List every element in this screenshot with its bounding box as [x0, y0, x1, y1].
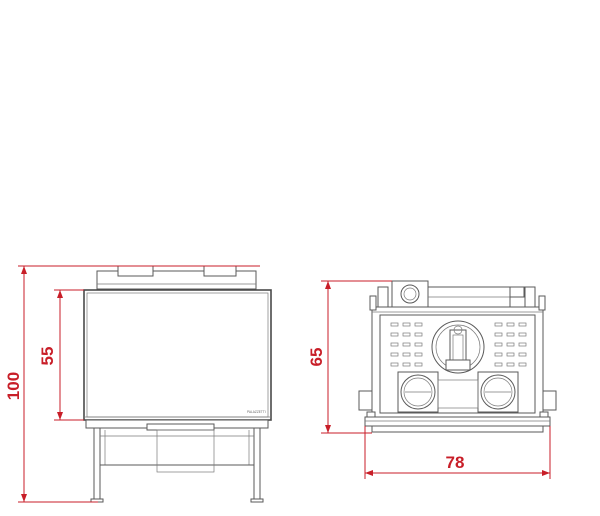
- foot-right: [250, 498, 264, 503]
- dimension-total-height: 100: [4, 265, 260, 503]
- dimension-depth: 65: [307, 280, 392, 434]
- air-intake-left: [397, 371, 439, 413]
- front-view: PALAZZETTI: [83, 265, 272, 503]
- base-rail: [364, 416, 551, 427]
- bracket-top-left: [377, 286, 389, 308]
- brand-logo: PALAZZETTI: [247, 410, 266, 414]
- dimension-glass-height: 55: [38, 289, 84, 421]
- dimension-width: 78: [364, 426, 551, 479]
- label-glass-height: 55: [38, 347, 57, 366]
- vent-slots-left: [390, 322, 423, 367]
- bracket-left: [358, 390, 373, 411]
- label-total-height: 100: [4, 372, 23, 400]
- vent-slots-right: [494, 322, 527, 367]
- flue-collar-right: [203, 265, 237, 277]
- leg-left: [93, 427, 101, 501]
- glass-door: [83, 289, 272, 421]
- under-frame: [156, 429, 215, 473]
- label-depth: 65: [307, 348, 326, 367]
- air-intake-right: [477, 371, 519, 413]
- bracket-top-right: [524, 286, 536, 308]
- central-flue: [431, 320, 485, 374]
- flue-collar-left: [117, 265, 154, 277]
- ash-drawer: [146, 423, 215, 431]
- leg-right: [253, 427, 261, 501]
- base-rail-lower: [371, 425, 544, 433]
- label-width: 78: [446, 453, 465, 472]
- bracket-right: [542, 390, 557, 411]
- rear-view: [358, 280, 557, 433]
